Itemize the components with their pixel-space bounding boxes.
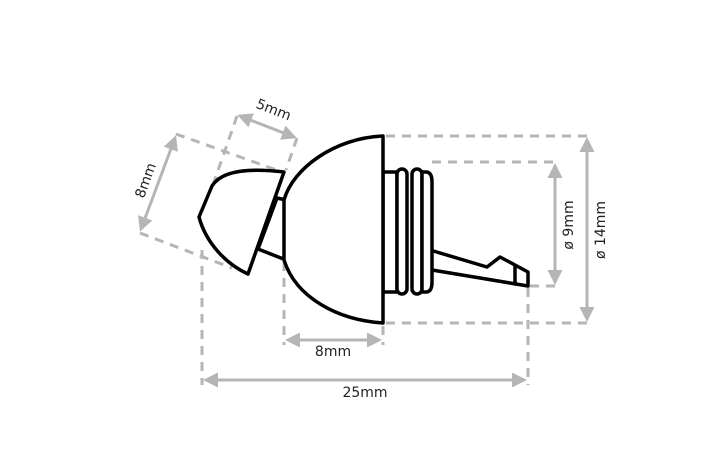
cap-length-label: 5mm bbox=[254, 96, 294, 124]
extension-lines bbox=[139, 115, 590, 385]
earplug-outline bbox=[197, 134, 530, 325]
hook-stem bbox=[424, 248, 530, 288]
outer-diameter-label: ø 14mm bbox=[593, 201, 609, 259]
tip-cap bbox=[197, 168, 286, 276]
cap-height-arrow bbox=[138, 135, 178, 232]
dome-length-label: 8mm bbox=[315, 344, 351, 360]
collar bbox=[381, 170, 399, 294]
thread-ring-1 bbox=[395, 167, 409, 296]
cap-height-label: 8mm bbox=[133, 161, 160, 200]
total-length-label: 25mm bbox=[342, 385, 387, 401]
cap-length-arrow bbox=[237, 113, 297, 140]
thread-ring-3 bbox=[420, 170, 434, 294]
main-dome bbox=[282, 134, 385, 325]
inner-diameter-label: ø 9mm bbox=[561, 200, 577, 249]
